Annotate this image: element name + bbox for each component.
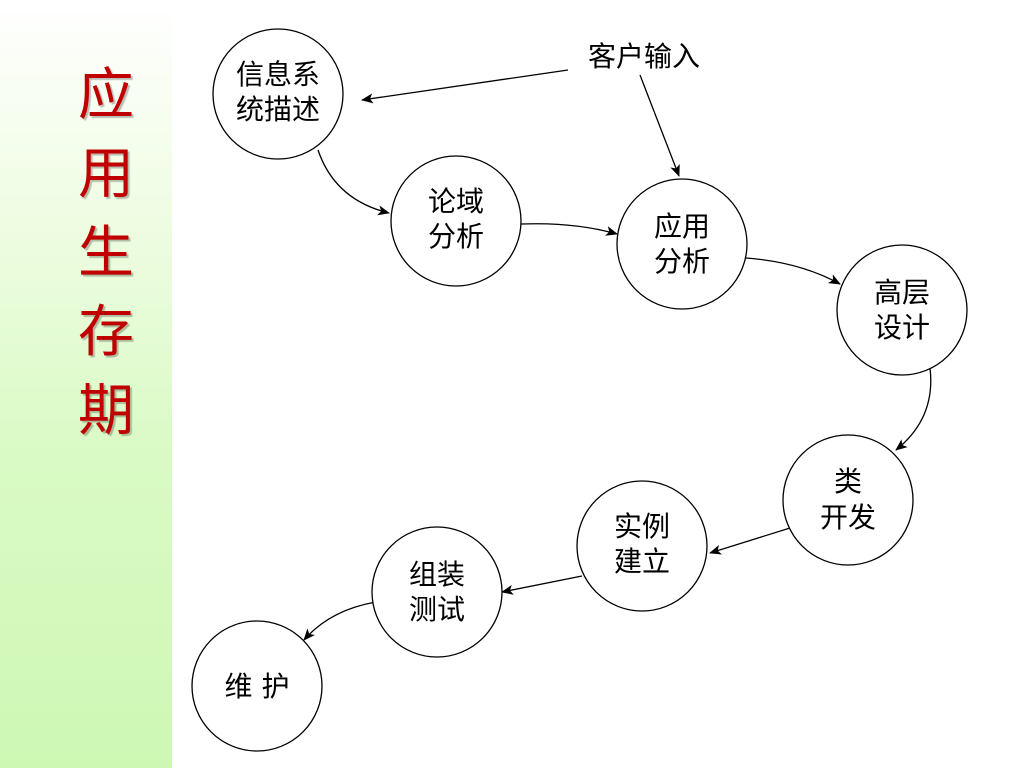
arrow-domain-to-app [520,223,618,236]
node-label: 维 护 [225,670,290,703]
arrow-input-to-app [639,74,680,177]
node-domain-analysis [390,155,522,287]
arrow-highlevel-to-class [895,367,932,451]
arrow-assembly-to-maintenance [303,601,377,641]
title-char: 期 [78,379,134,444]
node-label: 测试 [409,593,465,626]
arrow-class-to-instance [709,527,791,555]
node-label: 分析 [428,220,484,253]
node-label: 应用 [654,210,710,243]
node-app-analysis [616,178,748,310]
arrow-info-to-domain [317,149,390,216]
node-label: 论域 [428,185,484,218]
client-input-label: 客户输入 [588,40,700,73]
node-label: 组装 [409,558,465,591]
node-info-system [212,28,344,160]
arrow-input-to-info [361,69,569,104]
node-label: 信息系 [236,58,320,91]
arrow-instance-to-assembly [501,575,583,595]
node-label: 分析 [654,245,710,278]
node-instance-creation [576,480,708,612]
node-high-level-design [836,244,968,376]
node-class-development [782,434,914,566]
node-label: 开发 [820,501,876,534]
title-char: 用 [78,142,134,207]
title-char: 应 [78,63,134,128]
node-label: 高层 [874,276,930,309]
title-char: 存 [78,300,134,365]
vertical-title: 应 用 生 存 期 [60,56,152,451]
node-label: 类 [834,465,862,498]
node-label: 实例 [614,510,670,543]
node-maintenance [191,620,323,752]
node-label: 建立 [614,545,670,578]
node-assembly-test [371,526,503,658]
title-char: 生 [78,221,134,286]
arrow-app-to-highlevel [745,257,841,285]
sidebar-gradient [0,0,172,768]
node-label: 设计 [874,311,930,344]
node-label: 统描述 [236,93,320,126]
